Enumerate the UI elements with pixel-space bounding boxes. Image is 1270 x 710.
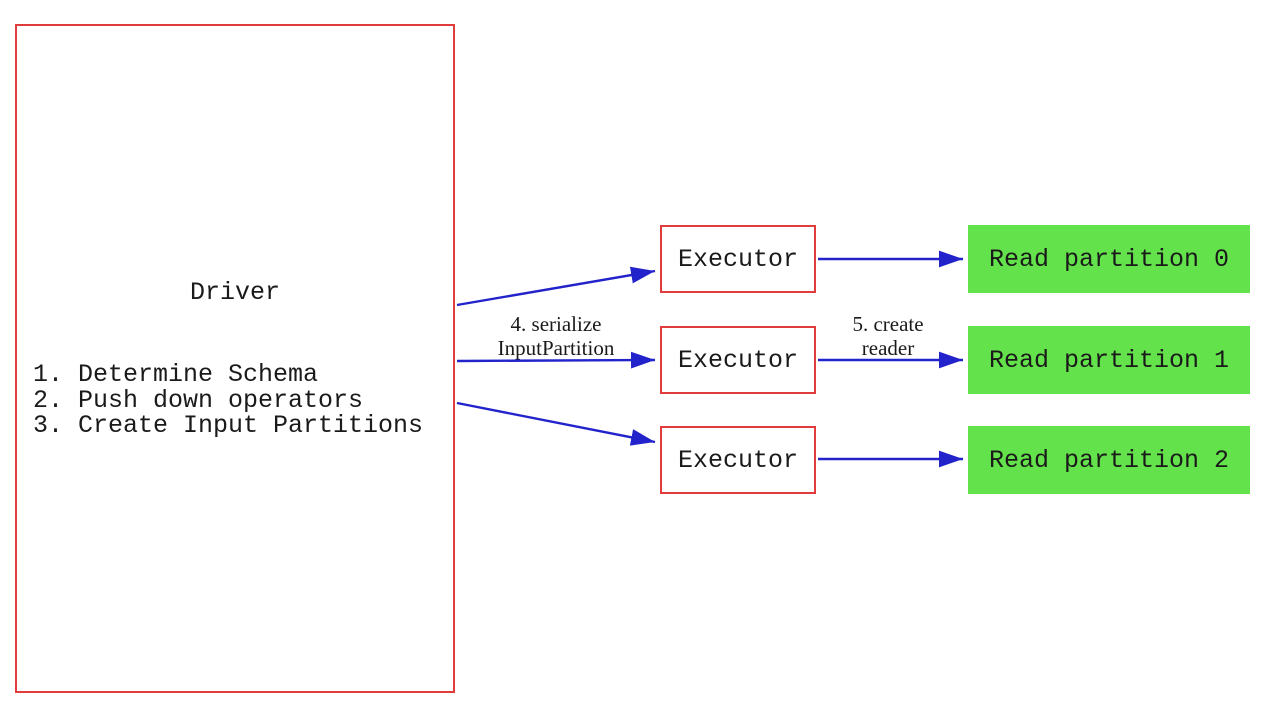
arrow-serialize-label-line2: InputPartition xyxy=(497,336,615,360)
read-partition-box-1: Read partition 1 xyxy=(968,326,1250,394)
arrow-driver-to-executor-1 xyxy=(456,351,656,369)
driver-box: Driver 1. Determine Schema 2. Push down … xyxy=(15,24,455,693)
read-partition-label: Read partition 0 xyxy=(988,244,1230,274)
executor-box-0: Executor xyxy=(660,225,816,293)
arrow-serialize-label-line1: 4. serialize xyxy=(510,312,602,336)
driver-step: 3. Create Input Partitions xyxy=(33,411,424,440)
driver-step: 1. Determine Schema xyxy=(33,360,319,389)
driver-steps: 1. Determine Schema 2. Push down operato… xyxy=(33,362,423,439)
read-partition-box-0: Read partition 0 xyxy=(968,225,1250,293)
arrow-create-reader-label-line2: reader xyxy=(861,336,915,360)
arrow-create-reader-label-line1: 5. create xyxy=(852,312,924,336)
driver-title: Driver xyxy=(189,278,280,307)
arrow-driver-to-executor-0 xyxy=(456,266,656,307)
read-partition-label: Read partition 2 xyxy=(988,445,1230,475)
driver-step: 2. Push down operators xyxy=(33,385,364,415)
executor-label: Executor xyxy=(677,345,799,375)
arrow-create-reader-label: 5. create reader xyxy=(800,312,976,360)
executor-box-2: Executor xyxy=(660,426,816,494)
executor-label: Executor xyxy=(677,445,799,475)
executor-box-1: Executor xyxy=(660,326,816,394)
arrow-driver-to-executor-2 xyxy=(456,401,656,446)
read-partition-label: Read partition 1 xyxy=(988,345,1230,375)
executor-label: Executor xyxy=(677,244,799,274)
arrow-serialize-label: 4. serialize InputPartition xyxy=(456,312,656,360)
read-partition-box-2: Read partition 2 xyxy=(968,426,1250,494)
